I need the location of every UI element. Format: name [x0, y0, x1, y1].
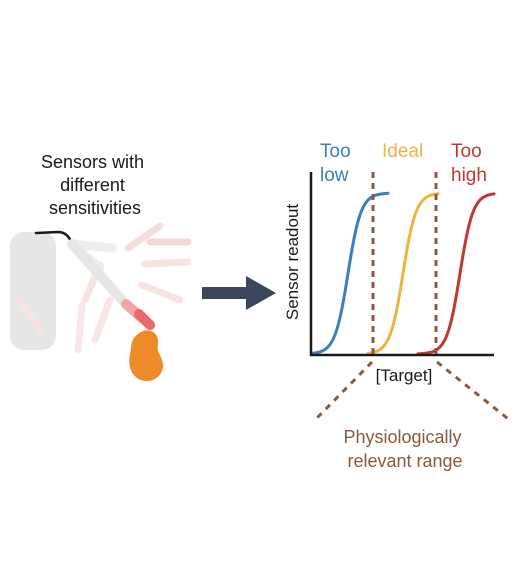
- left-caption: Sensors with different sensitivities: [41, 152, 149, 218]
- sensor-illustration: [10, 222, 192, 382]
- sensor-handle-icon: [10, 232, 56, 350]
- x-axis-label: [Target]: [376, 366, 433, 385]
- label-too-low-line: low: [320, 165, 349, 186]
- range-caption-line: relevant range: [347, 451, 462, 471]
- curve-ideal: [366, 192, 440, 355]
- range-caption-line: Physiologically: [343, 427, 461, 447]
- label-too-low: Too low: [320, 141, 356, 186]
- sensor-response-plot: Sensor readout [Target] Too low Ideal To…: [283, 141, 513, 471]
- left-caption-line: sensitivities: [49, 198, 141, 218]
- label-ideal-line: Ideal: [382, 141, 423, 162]
- label-too-high: Too high: [451, 141, 487, 186]
- tissue-blob-icon: [129, 330, 164, 382]
- label-too-low-line: Too: [320, 141, 351, 162]
- sensor-probe-icon: [67, 239, 155, 330]
- left-caption-line: Sensors with: [41, 152, 144, 172]
- range-fan-right: [436, 360, 513, 424]
- left-caption-line: different: [60, 175, 125, 195]
- label-too-high-line: high: [451, 165, 487, 186]
- right-arrow-icon: [202, 276, 276, 310]
- y-axis-label: Sensor readout: [283, 204, 302, 321]
- curve-too-low: [310, 191, 390, 355]
- range-caption: Physiologically relevant range: [343, 427, 466, 471]
- label-ideal: Ideal: [382, 141, 423, 162]
- curve-too-high: [416, 192, 496, 356]
- label-too-high-line: Too: [451, 141, 482, 162]
- range-fan-left: [313, 360, 374, 422]
